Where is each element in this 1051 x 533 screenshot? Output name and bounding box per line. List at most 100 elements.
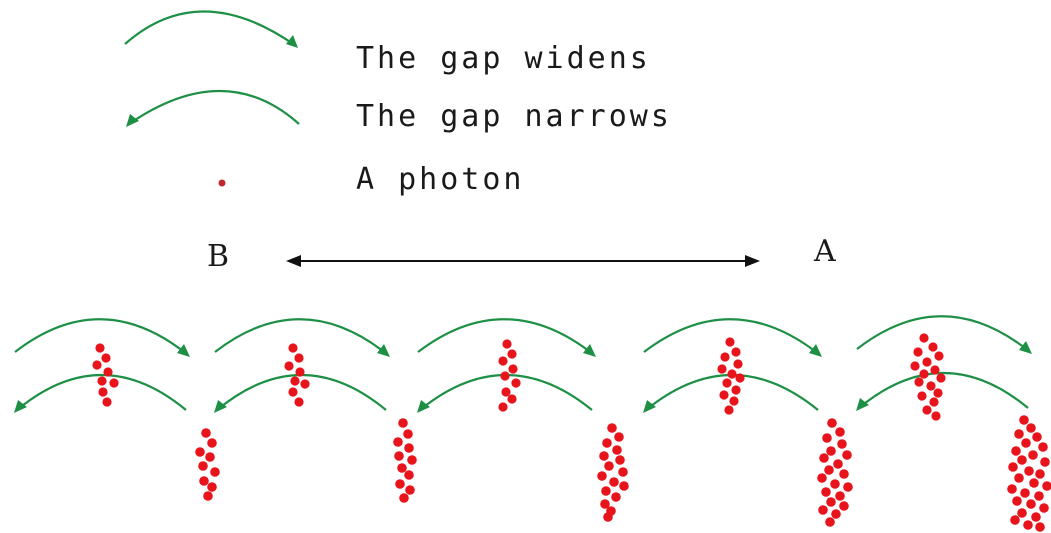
photon-dot [1038, 442, 1048, 452]
arrowhead-icon [214, 400, 227, 413]
photon-dot [103, 367, 113, 377]
photon-dot [393, 437, 403, 447]
arc-arrow-right-icon [14, 318, 189, 356]
arrowhead-icon [177, 344, 190, 357]
photon-dot [833, 459, 843, 469]
photon-dot [405, 485, 415, 495]
photon-dot [910, 361, 920, 371]
photon-dot [97, 376, 107, 386]
photon-cluster-upper [284, 343, 310, 407]
arrowhead-icon [643, 400, 656, 413]
photon-dot [597, 471, 607, 481]
photon-dot [1021, 438, 1031, 448]
photon-dot [1010, 515, 1020, 525]
photon-dot [917, 391, 927, 401]
photon-dot [922, 405, 932, 415]
arc-arrow-left-icon [858, 372, 1029, 409]
photon-dot [926, 381, 936, 391]
arrowhead-icon [417, 400, 430, 413]
photon-dot [290, 376, 300, 386]
photon-dot [599, 451, 609, 461]
photon-dot [733, 359, 743, 369]
photon-dot [934, 351, 944, 361]
photon-dot [830, 479, 840, 489]
photon-dot [839, 469, 849, 479]
photon-dot [199, 476, 209, 486]
photon-dot [1034, 491, 1044, 501]
photon-dot [827, 418, 837, 428]
photon-dot [403, 429, 413, 439]
photon-dot [922, 357, 932, 367]
photon-dot [95, 343, 105, 353]
photon-dot [1007, 484, 1017, 494]
photon-dot [102, 397, 112, 407]
photon-dot [288, 343, 298, 353]
endpoint-label-a: A [813, 234, 836, 269]
photon-dot [207, 482, 217, 492]
photon-dot [602, 438, 612, 448]
photon-dot [819, 453, 829, 463]
photon-dot [720, 352, 730, 362]
photon-dot [826, 497, 836, 507]
photon-dot [825, 517, 835, 527]
arrowhead-icon [1019, 341, 1032, 354]
photon-dot [394, 451, 404, 461]
photon-stages [14, 315, 1051, 532]
photon-dot [615, 455, 625, 465]
photon-dot [1032, 432, 1042, 442]
photon-dot [295, 367, 305, 377]
legend-item-photon: A photon [218, 162, 522, 197]
photon-dot [201, 428, 211, 438]
photon-dot [936, 373, 946, 383]
photon-dot [601, 486, 611, 496]
photon-dot [1028, 450, 1038, 460]
arc-arrow-right-icon [856, 315, 1031, 353]
photon-dot [300, 379, 310, 389]
photon-dot [1026, 423, 1036, 433]
photon-dot [500, 371, 510, 381]
photon-cluster-upper [910, 333, 946, 421]
photon-dot [719, 390, 729, 400]
photon-dot [1035, 522, 1045, 532]
photon-dot [205, 452, 215, 462]
photon-dot [92, 360, 102, 370]
photon-cluster-upper [498, 339, 521, 412]
photon-dot [1039, 503, 1049, 513]
photon-dot [731, 385, 741, 395]
arc-arrow-right-icon [214, 318, 389, 356]
photon-dot [729, 396, 739, 406]
photon-dot [395, 479, 405, 489]
arc-arrow-right-icon [417, 318, 595, 356]
photon-dot [511, 378, 521, 388]
photon-dot [1014, 429, 1024, 439]
photon-dot [822, 433, 832, 443]
photon-dot [498, 356, 508, 366]
arrowhead-icon [809, 344, 822, 357]
photon-dot [818, 505, 828, 515]
arrowhead-icon [126, 114, 139, 127]
photon-dot [600, 499, 610, 509]
photon-dot [724, 405, 734, 415]
photon-dot [731, 347, 741, 357]
photon-dot [735, 373, 745, 383]
photon-dot [1014, 473, 1024, 483]
photon-dot [1020, 488, 1030, 498]
stage-1 [14, 318, 220, 501]
photon-dot [203, 491, 213, 501]
photon-dot [398, 418, 408, 428]
arrowhead-right-icon [745, 255, 760, 267]
arc-arrow-left-icon [128, 90, 300, 125]
photon-dot [611, 492, 621, 502]
arrowhead-icon [14, 400, 27, 413]
photon-dot [1035, 469, 1045, 479]
photon-dot [1019, 415, 1029, 425]
arrowhead-icon [583, 344, 596, 357]
photon-cluster-lower [195, 428, 220, 501]
photon-dot [1031, 512, 1041, 522]
photon-cluster-lower [1007, 415, 1051, 532]
photon-dot [284, 361, 294, 371]
photon-dot [404, 443, 414, 453]
photon-cluster-upper [717, 337, 745, 415]
photon-dot [1008, 462, 1018, 472]
